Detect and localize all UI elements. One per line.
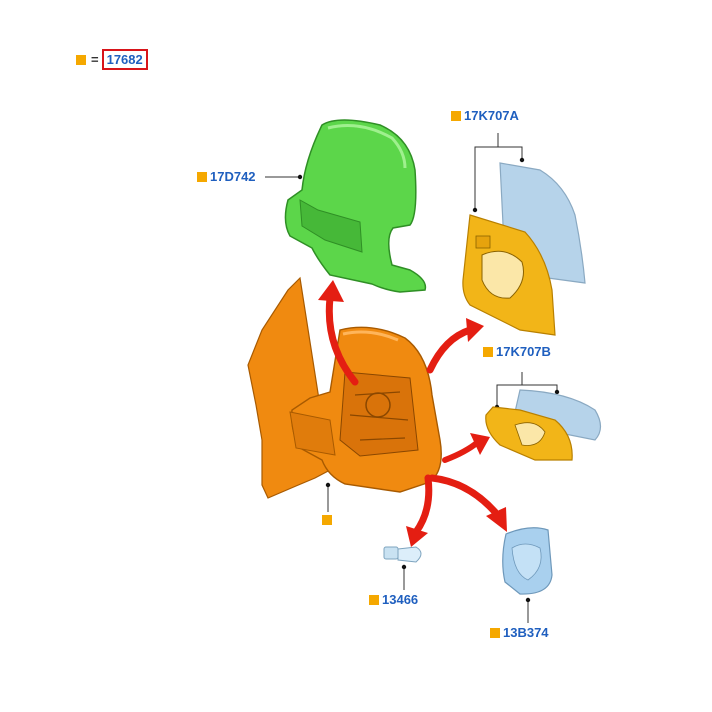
leader-lines [265, 133, 558, 623]
label-lamp[interactable]: 13B374 [490, 626, 549, 639]
square-marker [369, 594, 379, 605]
square-marker [483, 346, 493, 357]
part-number-lower-glass: 17K707B [496, 344, 551, 359]
leader-dots [297, 157, 560, 603]
lower-glass-icon[interactable] [485, 389, 602, 461]
square-marker [197, 171, 207, 182]
equals-sign: = [91, 52, 99, 67]
assembly-part-number[interactable]: 17682 [101, 49, 148, 70]
arrows [318, 280, 507, 547]
square-marker [490, 627, 500, 638]
label-bulb[interactable]: 13466 [369, 593, 418, 606]
square-marker [322, 515, 332, 525]
part-number-bulb: 13466 [382, 592, 419, 607]
upper-glass-icon[interactable] [462, 162, 586, 336]
bulb-icon[interactable] [383, 546, 422, 563]
mirror-housing-icon[interactable] [247, 276, 442, 499]
mirror-cover-icon[interactable] [284, 119, 427, 293]
part-number-lamp: 13B374 [503, 625, 549, 640]
label-lower-glass[interactable]: 17K707B [483, 345, 551, 358]
square-marker [76, 54, 86, 65]
part-number-upper-glass: 17K707A [464, 108, 519, 123]
label-housing[interactable] [322, 515, 335, 525]
label-upper-glass[interactable]: 17K707A [451, 109, 519, 122]
square-marker [451, 110, 461, 121]
label-cover[interactable]: 17D742 [197, 170, 256, 183]
legend: = 17682 [76, 49, 148, 70]
part-number-cover: 17D742 [210, 169, 256, 184]
side-lamp-icon[interactable] [502, 527, 553, 595]
